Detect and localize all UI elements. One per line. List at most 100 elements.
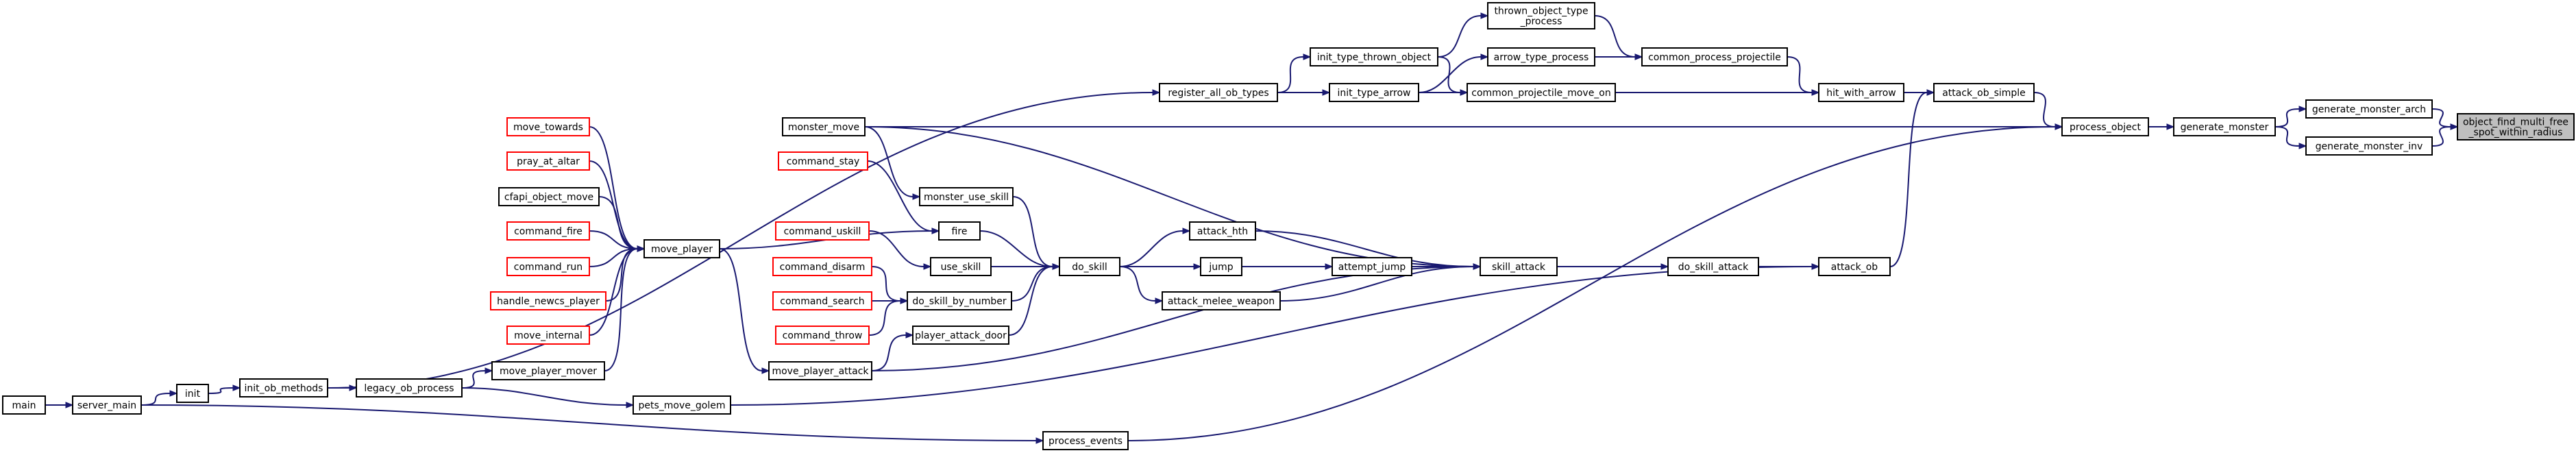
node-do-skill-by-number[interactable]: do_skill_by_number <box>907 291 1012 310</box>
node-move-internal[interactable]: move_internal <box>506 326 590 345</box>
edge-command-stay-to-fire <box>867 160 940 234</box>
node-box <box>2457 113 2575 140</box>
node-init-type-thrown-object[interactable]: init_type_thrown_object <box>1310 47 1438 66</box>
node-move-player-mover[interactable]: move_player_mover <box>491 361 605 380</box>
node-command-disarm[interactable]: command_disarm <box>772 257 872 276</box>
node-server-main[interactable]: server_main <box>72 395 142 415</box>
node-move-towards[interactable]: move_towards <box>506 117 590 136</box>
node-label: init_type_thrown_object <box>1317 52 1432 63</box>
edge-main-to-server-main <box>45 402 74 408</box>
node-main[interactable]: main <box>2 395 46 415</box>
node-box <box>772 291 872 310</box>
node-box <box>1487 47 1595 66</box>
node-pray-at-altar[interactable]: pray_at_altar <box>506 151 590 171</box>
node-init[interactable]: init <box>176 384 209 403</box>
node-do-skill[interactable]: do_skill <box>1059 257 1120 276</box>
node-box <box>2305 99 2433 119</box>
node-label: monster_use_skill <box>924 192 1009 203</box>
node-pets-move-golem[interactable]: pets_move_golem <box>633 395 731 415</box>
node-box <box>772 257 872 276</box>
node-box <box>778 151 868 171</box>
node-attack-ob[interactable]: attack_ob <box>1818 257 1891 276</box>
node-box <box>1487 2 1595 29</box>
node-label: process_events <box>1048 436 1123 447</box>
node-label: object_find_multi_free <box>2463 117 2568 128</box>
node-label: jump <box>1208 262 1233 273</box>
node-label: command_uskill <box>784 226 861 237</box>
node-generate-monster[interactable]: generate_monster <box>2173 117 2276 136</box>
edge-command-uskill-to-use-skill <box>868 230 932 270</box>
node-command-run[interactable]: command_run <box>506 257 590 276</box>
edge-move-player-mover-to-move-player <box>604 245 646 371</box>
node-label: init <box>185 389 201 400</box>
node-label: command_fire <box>514 226 582 237</box>
node-arrow-type-process[interactable]: arrow_type_process <box>1487 47 1595 66</box>
node-box <box>930 257 992 276</box>
node-command-search[interactable]: command_search <box>772 291 872 310</box>
node-label: do_skill_attack <box>1678 262 1749 273</box>
node-init-ob-methods[interactable]: init_ob_methods <box>239 378 328 397</box>
node-common-process-projectile[interactable]: common_process_projectile <box>1641 47 1788 66</box>
node-command-fire[interactable]: command_fire <box>506 221 590 241</box>
node-label: move_player_mover <box>500 366 597 377</box>
edge-common-projectile-move-on-to-hit-with-arrow <box>1615 89 1820 96</box>
node-handle-newcs-player[interactable]: handle_newcs_player <box>490 291 606 310</box>
node-do-skill-attack[interactable]: do_skill_attack <box>1667 257 1759 276</box>
node-register-all-ob-types[interactable]: register_all_ob_types <box>1159 83 1278 102</box>
node-box <box>782 117 866 136</box>
node-label: fire <box>952 226 968 237</box>
node-label: skill_attack <box>1492 262 1546 273</box>
node-box <box>506 326 590 345</box>
edge-init-type-thrown-object-to-thrown-object-type-process <box>1437 12 1489 58</box>
node-label: do_skill <box>1072 262 1107 273</box>
node-label: handle_newcs_player <box>497 296 600 307</box>
node-attack-hth[interactable]: attack_hth <box>1189 221 1256 241</box>
node-generate-monster-arch[interactable]: generate_monster_arch <box>2305 99 2433 119</box>
edge-generate-monster-to-generate-monster-arch <box>2274 106 2307 127</box>
node-box <box>2061 117 2149 136</box>
node-process-object[interactable]: process_object <box>2061 117 2149 136</box>
node-object-find-multi-free-spot-within-radius[interactable]: object_find_multi_free_spot_within_radiu… <box>2457 113 2575 140</box>
edge-arrow-type-process-to-common-process-projectile <box>1595 53 1643 60</box>
node-process-events[interactable]: process_events <box>1042 431 1129 450</box>
node-generate-monster-inv[interactable]: generate_monster_inv <box>2305 136 2433 156</box>
node-move-player-attack[interactable]: move_player_attack <box>768 361 872 380</box>
node-command-throw[interactable]: command_throw <box>775 326 870 345</box>
node-box <box>1467 83 1616 102</box>
node-command-uskill[interactable]: command_uskill <box>775 221 870 241</box>
node-hit-with-arrow[interactable]: hit_with_arrow <box>1818 83 1904 102</box>
node-box <box>775 221 870 241</box>
node-monster-use-skill[interactable]: monster_use_skill <box>919 187 1014 206</box>
node-move-player[interactable]: move_player <box>643 239 720 258</box>
node-init-type-arrow[interactable]: init_type_arrow <box>1329 83 1419 102</box>
node-label: command_disarm <box>780 262 866 273</box>
node-thrown-object-type-process[interactable]: thrown_object_type_process <box>1487 2 1595 29</box>
node-box <box>1641 47 1788 66</box>
node-common-projectile-move-on[interactable]: common_projectile_move_on <box>1467 83 1616 102</box>
node-command-stay[interactable]: command_stay <box>778 151 868 171</box>
node-fire[interactable]: fire <box>938 221 981 241</box>
node-label: arrow_type_process <box>1494 52 1589 63</box>
node-cfapi-object-move[interactable]: cfapi_object_move <box>498 187 600 206</box>
node-monster-move[interactable]: monster_move <box>782 117 866 136</box>
node-attack-melee-weapon[interactable]: attack_melee_weapon <box>1162 291 1281 310</box>
edge-handle-newcs-player-to-move-player <box>605 245 646 302</box>
node-jump[interactable]: jump <box>1200 257 1242 276</box>
node-skill-attack[interactable]: skill_attack <box>1480 257 1558 276</box>
node-label: command_stay <box>787 156 860 167</box>
node-box <box>176 384 209 403</box>
node-label: pets_move_golem <box>639 400 726 411</box>
edge-process-events-to-process-object <box>1127 123 2063 441</box>
node-box <box>1189 221 1256 241</box>
node-label: server_main <box>77 400 136 411</box>
node-box <box>2173 117 2276 136</box>
node-player-attack-door[interactable]: player_attack_door <box>912 326 1009 345</box>
node-attack-ob-simple[interactable]: attack_ob_simple <box>1933 83 2035 102</box>
node-label: main <box>12 400 36 411</box>
edge-register-all-ob-types-to-init-type-arrow <box>1277 89 1331 96</box>
node-legacy-ob-process[interactable]: legacy_ob_process <box>356 378 463 397</box>
node-use-skill[interactable]: use_skill <box>930 257 992 276</box>
node-attempt-jump[interactable]: attempt_jump <box>1332 257 1412 276</box>
node-label: common_projectile_move_on <box>1471 88 1611 99</box>
edge-move-internal-to-move-player <box>589 245 646 336</box>
